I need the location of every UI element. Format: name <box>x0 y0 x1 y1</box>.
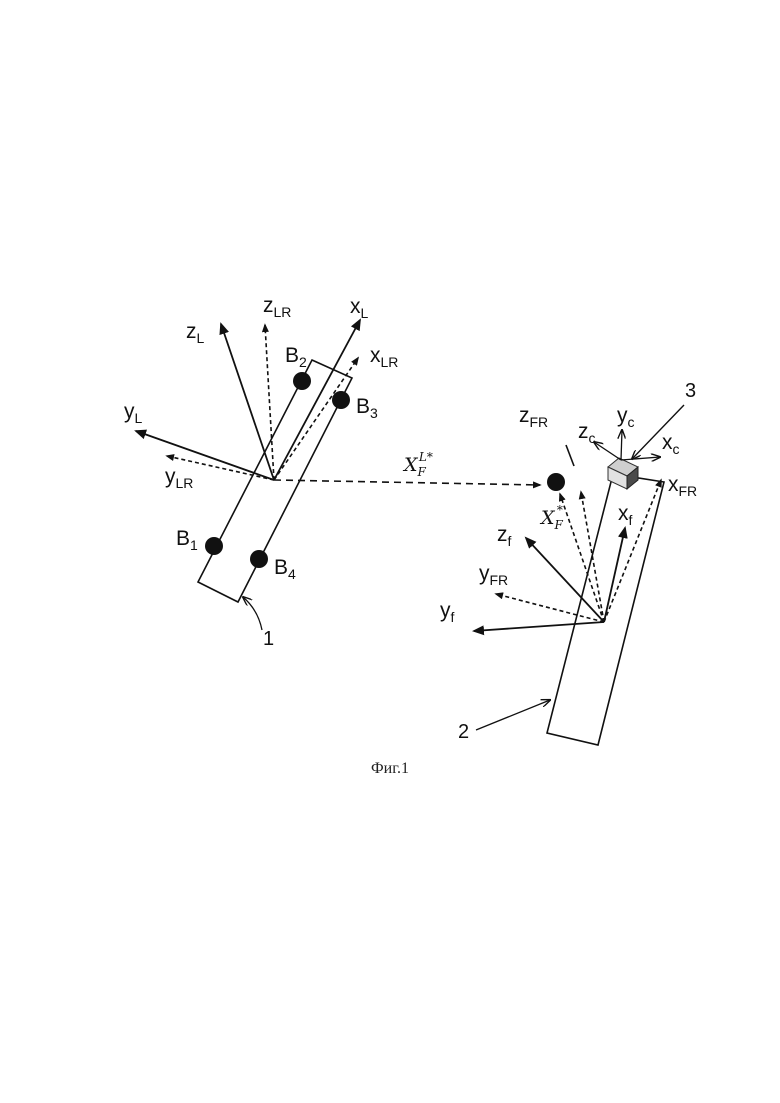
vector-xfl <box>274 480 540 485</box>
label-zL: zL <box>186 320 205 346</box>
label-XF: XF* <box>539 503 564 532</box>
target-point <box>547 473 565 491</box>
labels: zL zLR xL xLR yL yLR B2 B3 B1 B4 XFL* zF… <box>124 294 697 777</box>
label-B1: B1 <box>176 527 198 553</box>
marker-B2 <box>293 372 311 390</box>
label-xf: xf <box>618 502 633 528</box>
number-follower: 2 <box>458 721 469 743</box>
label-yf: yf <box>440 599 455 625</box>
label-yFR: yFR <box>479 562 508 588</box>
label-yc: yc <box>617 404 635 430</box>
label-yL: yL <box>124 400 143 426</box>
camera-block <box>608 458 638 489</box>
number-camera: 3 <box>685 380 696 402</box>
label-yLR: yLR <box>165 465 193 491</box>
label-XFL: XFL* <box>402 450 433 479</box>
label-xL: xL <box>350 295 369 321</box>
label-zc: zc <box>578 420 596 446</box>
marker-B4 <box>250 550 268 568</box>
follower-body <box>547 458 664 745</box>
figure-caption: Фиг.1 <box>371 760 409 777</box>
label-xLR: xLR <box>370 344 398 370</box>
label-xFR: xFR <box>668 473 697 499</box>
leader-lines <box>243 405 684 730</box>
label-B3: B3 <box>356 395 378 421</box>
number-leader: 1 <box>263 628 274 650</box>
label-B4: B4 <box>274 556 296 582</box>
marker-B3 <box>332 391 350 409</box>
label-zf: zf <box>497 523 512 549</box>
label-B2: B2 <box>285 344 307 370</box>
marker-B1 <box>205 537 223 555</box>
label-xc: xc <box>662 431 680 457</box>
label-zFR: zFR <box>519 404 548 430</box>
label-zLR: zLR <box>263 294 291 320</box>
